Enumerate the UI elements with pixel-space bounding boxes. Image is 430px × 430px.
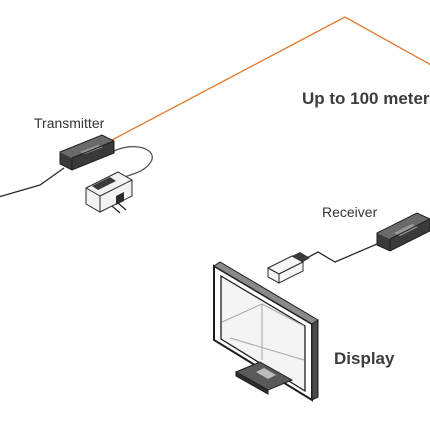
power-adapter-icon <box>85 171 133 214</box>
transmitter-label: Transmitter <box>34 115 105 131</box>
input-cable <box>0 167 65 198</box>
distance-label: Up to 100 meter <box>302 89 430 108</box>
power-cable <box>111 145 153 179</box>
receiver-label: Receiver <box>322 204 378 220</box>
fiber-cable <box>111 16 430 141</box>
transmitter-box-icon <box>59 134 115 171</box>
monitor-icon <box>213 261 319 402</box>
display-label: Display <box>334 349 395 368</box>
receiver-box-icon <box>376 212 430 252</box>
hdmi-plug-icon <box>266 252 310 284</box>
hdmi-cable <box>302 243 378 263</box>
